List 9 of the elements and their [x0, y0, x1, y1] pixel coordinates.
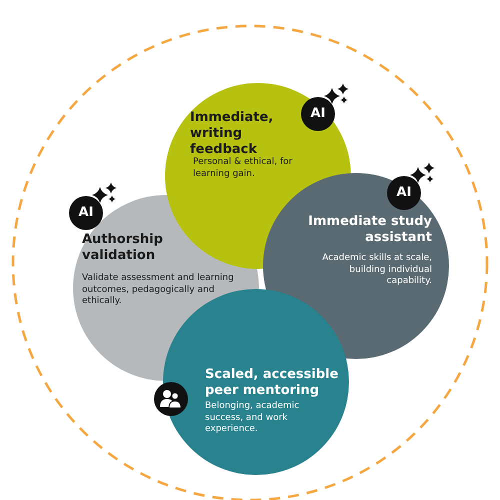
panel-description: Personal & ethical, for learning gain.: [193, 157, 294, 180]
panel-heading: Scaled, accessible peer mentoring: [205, 367, 340, 399]
panel-heading: Authorship validation: [82, 232, 164, 264]
panel-description: Academic skills at scale, building individual capability.: [321, 253, 432, 288]
panel-heading: Immediate study assistant: [307, 214, 432, 246]
panel-heading: Immediate, writing feedback: [190, 110, 274, 157]
panel-description: Belonging, academic success, and work experience.: [205, 401, 300, 436]
panel-description: Validate assessment and learning outcomes, pedagogically and ethically.: [82, 273, 235, 308]
ai-badge: AI: [69, 196, 103, 230]
